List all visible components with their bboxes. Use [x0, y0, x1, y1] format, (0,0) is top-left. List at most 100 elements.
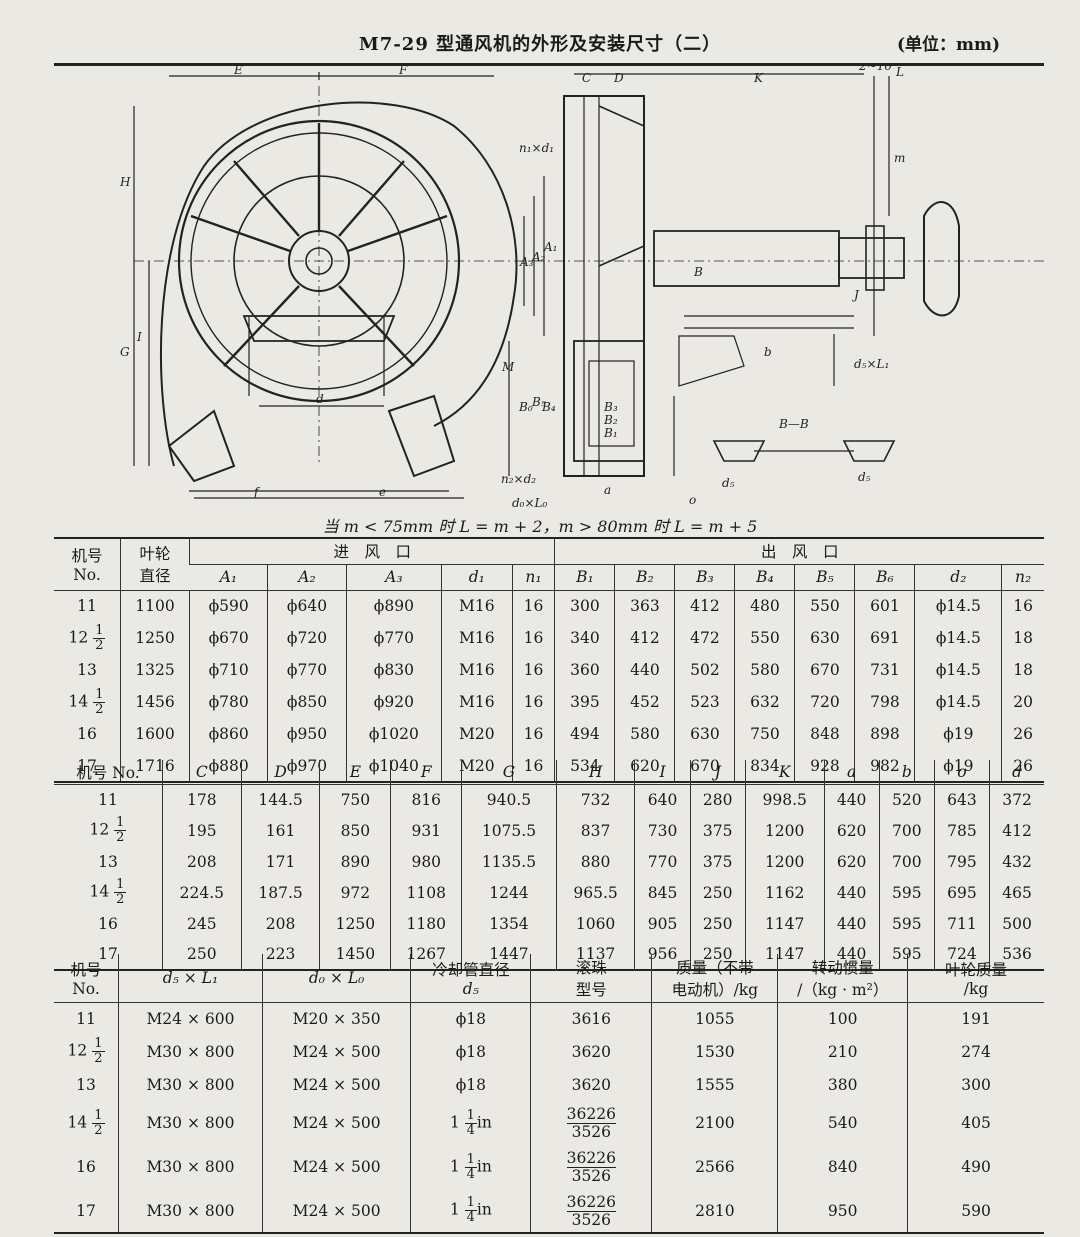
column-header: d₂: [914, 564, 1002, 591]
model-number-cell: 16: [54, 908, 162, 939]
bearing-bottom: 3526: [571, 1123, 612, 1141]
table-cell: M30 × 800: [118, 1101, 263, 1145]
table-cell: ϕ18: [410, 1002, 531, 1035]
dimension-label: E: [233, 66, 243, 77]
table-cell: M16: [441, 686, 513, 718]
table-cell: 490: [907, 1145, 1044, 1189]
table-cell: 1060: [555, 908, 635, 939]
header-rule: [54, 63, 1044, 66]
fraction-denominator: 4: [466, 1122, 475, 1138]
fraction-numerator: 1: [464, 1151, 477, 1168]
model-number: 12: [68, 628, 89, 646]
fraction-numerator: 1: [93, 686, 106, 703]
table-cell: 848: [794, 718, 855, 750]
dimension-label: B—B: [778, 417, 809, 431]
dimension-label: B₅: [531, 395, 546, 409]
table-cell: ϕ770: [267, 654, 347, 686]
column-header: A₃: [345, 564, 442, 591]
column-header: B₆: [854, 564, 915, 591]
table-cell: 972: [319, 877, 391, 908]
column-header: b: [878, 760, 935, 785]
table-cell: M30 × 800: [118, 1068, 263, 1101]
table-cell: ϕ890: [345, 590, 442, 622]
column-header: 叶轮质量/kg: [907, 954, 1044, 1003]
table-cell: 300: [907, 1068, 1044, 1101]
table-cell: 16: [511, 622, 555, 654]
table-cell: 840: [777, 1145, 908, 1189]
bearing-top: 36226: [566, 1149, 616, 1168]
table-cell: 1555: [651, 1068, 778, 1101]
table-cell: 620: [823, 815, 880, 846]
model-number-cell: 13: [54, 1068, 119, 1101]
model-number-cell: 11: [54, 590, 121, 622]
dimension-label: K: [753, 71, 764, 85]
model-number-cell: 16: [54, 718, 121, 750]
column-header: d₀ × L₀: [261, 954, 411, 1003]
header-outlet: 出 风 口: [554, 538, 1044, 565]
dimension-label: H: [119, 175, 131, 189]
table-cell: ϕ19: [914, 718, 1002, 750]
table-cell: ϕ1020: [345, 718, 442, 750]
column-header-line1: 质量（不带: [676, 958, 754, 977]
table-cell: 580: [614, 718, 675, 750]
table-cell: 300: [554, 590, 615, 622]
column-header-line1: 冷却管直径: [432, 960, 510, 979]
fraction-denominator: 4: [466, 1210, 475, 1225]
table-cell: 178: [161, 784, 242, 815]
table-cell: 191: [907, 1002, 1044, 1035]
dimension-label: a: [604, 483, 611, 497]
table-cell: 640: [634, 784, 691, 815]
column-header: d: [989, 760, 1044, 785]
dimension-label: C: [582, 71, 591, 85]
table-cell: 816: [390, 784, 462, 815]
pipe-whole: 1: [449, 1157, 460, 1175]
table-cell: 250: [689, 877, 746, 908]
model-number: 14: [67, 1113, 88, 1131]
column-header-line2: d₅: [462, 979, 479, 998]
table-cell: 630: [794, 622, 855, 654]
fraction-numerator: 1: [92, 1036, 105, 1052]
table-cell: 195: [161, 815, 242, 846]
table-cell: M24 × 500: [261, 1068, 411, 1101]
dimension-label: B₄: [541, 400, 556, 414]
table-cell: 732: [555, 784, 635, 815]
bearing-bottom: 3526: [571, 1167, 612, 1185]
model-number: 11: [77, 597, 97, 616]
table-cell: 144.5: [240, 784, 320, 815]
table-cell: 375: [689, 815, 746, 846]
column-header-line1: 转动惯量: [811, 958, 874, 977]
table-cell: 700: [878, 846, 935, 877]
fraction-numerator: 1: [114, 815, 127, 831]
model-number: 13: [76, 1075, 96, 1094]
table-cell: 1108: [390, 877, 462, 908]
table-cell: 16: [511, 654, 555, 686]
model-number: 14: [68, 692, 89, 710]
dimension-label: A₁: [543, 240, 557, 254]
table-cell: 601: [854, 590, 915, 622]
table-cell: 965.5: [555, 877, 635, 908]
table-cell: 1180: [390, 908, 462, 939]
column-header: 滚珠型号: [530, 954, 652, 1003]
fraction-denominator: 2: [95, 637, 104, 653]
pipe-whole: 1: [449, 1200, 460, 1219]
table-cell: ϕ14.5: [914, 654, 1002, 686]
fraction-denominator: 2: [94, 1051, 103, 1066]
table-cell: M24 × 600: [118, 1002, 263, 1035]
table-cell: 100: [777, 1002, 908, 1035]
dimension-label: I: [136, 330, 142, 344]
table-cell: 1456: [120, 686, 190, 718]
table-cell: 210: [777, 1035, 908, 1068]
dimension-label: A₂: [531, 250, 546, 264]
fraction-denominator: 2: [116, 830, 125, 845]
